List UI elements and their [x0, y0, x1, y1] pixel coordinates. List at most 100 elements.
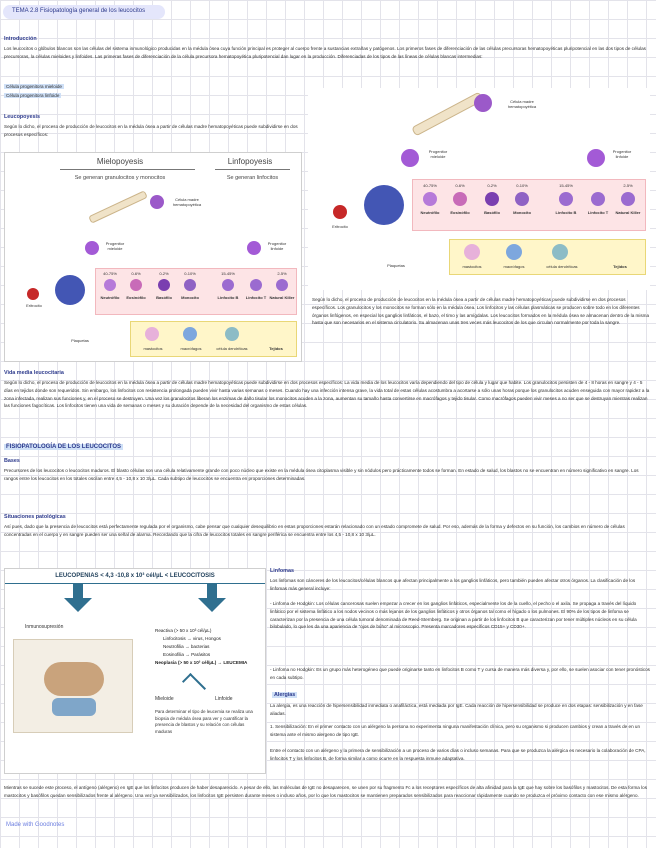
dendritic-cell-icon — [225, 327, 239, 341]
vida-heading: Vida media leucocitaria — [4, 370, 64, 376]
fisio-heading: FISIOPATOLOGÍA DE LOS LEUCOCITOS — [4, 444, 124, 450]
megakaryocyte-icon-2 — [364, 185, 404, 225]
pct-2: 0-2% — [159, 271, 169, 276]
stem-label: Célula madre hematopoyética — [172, 197, 202, 207]
arrow-left-icon — [64, 598, 92, 612]
bone-icon — [88, 190, 148, 224]
tissue-r2: célula dendríticas — [546, 264, 578, 269]
bone-icon-2 — [411, 91, 484, 137]
cell-r0: Neutrófilo — [420, 210, 440, 215]
myelo-sub: Se generan granulocitos y monocitos — [74, 175, 166, 181]
lymphocyte-b-icon-2 — [559, 192, 573, 206]
lymphocyte-t-icon — [250, 279, 262, 291]
bottom-text: Mientras se sucede este proceso, el antí… — [4, 785, 647, 798]
arrow-left-stem — [73, 584, 83, 598]
arrow-right-stem — [207, 584, 217, 598]
page-title: TEMA 2.8 Fisiopatología general de los l… — [12, 8, 146, 14]
nohodgkin-text: - Linfoma no Hodgkin: Es un grupo más he… — [270, 667, 650, 680]
split-arrow-icon — [181, 672, 207, 698]
macrophage-icon — [183, 327, 197, 341]
bases-heading: Bases — [4, 458, 20, 464]
plaq-label: Plaquetas — [71, 338, 89, 343]
leuco-list: Reactiva (> 50 x 10³ cél/µL) Linfocitosi… — [155, 627, 247, 667]
tissue-label: Tejidos — [269, 346, 283, 351]
monocyte-icon-2 — [515, 192, 529, 206]
patient-icon — [44, 662, 104, 696]
prog-my-label-2: Progenitor mieloide — [428, 149, 448, 159]
eosinophil-icon-2 — [453, 192, 467, 206]
linfomas-heading: Linfomas — [270, 568, 294, 574]
cell-1: Eosinófilo — [126, 295, 146, 300]
immuno-label: Inmunosupresión — [25, 624, 64, 630]
alergia-text: La alergia, es una reacción de hipersens… — [270, 703, 643, 716]
lympho-title: Linfopoyesis — [227, 157, 273, 166]
linfoide-label: Linfoide — [215, 696, 233, 702]
divider-myelo — [60, 169, 195, 170]
goodnotes-watermark: Made with Goodnotes — [6, 822, 65, 828]
cell-3: Monocito — [181, 295, 199, 300]
mastocyte-icon — [145, 327, 159, 341]
cell-r3: Monocito — [513, 210, 531, 215]
nk-icon — [276, 279, 288, 291]
leucopoyesis-heading: Leucopoyesis — [4, 114, 40, 120]
myeloid-progenitor-icon — [85, 241, 99, 255]
tissue-band-right: mastocitos macrófagos célula dendríticas… — [449, 239, 646, 275]
mastocyte-icon-2 — [464, 244, 480, 260]
monocyte-icon — [184, 279, 196, 291]
myeloid-progenitor-icon-2 — [401, 149, 419, 167]
neutrophil-icon — [104, 279, 116, 291]
title-pill: TEMA 2.8 Fisiopatología general de los l… — [3, 5, 165, 19]
tissue-cell-0: mastocitos — [143, 346, 163, 351]
neoplasia-label: Neoplasia (> 50 x 10³ cél/µL) → LEUCEMIA — [155, 660, 248, 665]
dendritic-cell-icon-2 — [552, 244, 568, 260]
cell-r4: Linfocito B — [555, 210, 577, 215]
tissue-cell-2: célula dendríticas — [216, 346, 248, 351]
alergia-1: 1. Sensibilización: En el primer contact… — [270, 724, 641, 737]
pct-r6: 2-5% — [623, 183, 633, 188]
tissue-band-left: mastocitos macrófagos célula dendríticas… — [130, 321, 297, 357]
eritro-label-2: Eritrocito — [332, 224, 348, 229]
pct-r2: 0-2% — [487, 183, 497, 188]
cells-band-left: 40-75% 0-6% 0-2% 0-10% 15-45% 2-5% Neutr… — [95, 268, 297, 315]
tissue-r1: macrófagos — [503, 264, 525, 269]
linfomas-text: Los linfomas son cánceres de los leucoci… — [270, 578, 636, 591]
pct-r4: 15-45% — [559, 183, 573, 188]
hematopoiesis-diagram-left: Mielopoyesis Linfopoyesis Se generan gra… — [4, 152, 302, 362]
pct-6: 2-5% — [277, 271, 287, 276]
alergia-heading: Alergias — [272, 692, 298, 698]
lympho-sub: Se generan linfocitos — [226, 175, 279, 181]
myelo-title: Mielopoyesis — [96, 157, 144, 166]
sit-text: Así pues, dado que la presencia de leuco… — [4, 524, 625, 537]
erythrocyte-icon-2 — [333, 205, 347, 219]
bases-text: Precursores de los leucocitos o leucocit… — [4, 468, 639, 481]
cell-r1: Eosinófilo — [450, 210, 470, 215]
prog-ly-label-2: Progenitor linfoide — [612, 149, 632, 159]
lymphoid-progenitor-icon-2 — [587, 149, 605, 167]
alergia-2: Entre el contacto con un alérgeno y la p… — [270, 748, 646, 761]
leukemia-note: Para determinar el tipo de leucemia se r… — [155, 709, 253, 734]
reactive-2: Neutrofilia → bacterias — [163, 644, 210, 649]
neutrophil-icon-2 — [423, 192, 437, 206]
pct-r3: 0-10% — [516, 183, 528, 188]
pct-3: 0-10% — [184, 271, 196, 276]
pct-4: 15-45% — [221, 271, 235, 276]
reactive-label: Reactiva (> 50 x 10³ cél/µL) — [155, 628, 212, 633]
basophil-icon-2 — [485, 192, 499, 206]
reactive-1: Linfocitosis → virus, Hongos — [163, 636, 221, 641]
cells-band-right: 40-75% 0-6% 0-2% 0-10% 15-45% 2-5% Neutr… — [412, 179, 646, 231]
intro-heading: Introducción — [4, 36, 37, 42]
tissue-r0: mastocitos — [462, 264, 482, 269]
arrow-right-icon — [198, 598, 226, 612]
vida-text: Según lo dicho, el proceso de producción… — [4, 380, 650, 409]
pct-r1: 0-6% — [455, 183, 465, 188]
cell-0: Neutrófilo — [100, 295, 120, 300]
leucopoyesis-text: Según lo dicho, el proceso de producción… — [4, 124, 298, 137]
hodgkin-text: - Linfoma de Hodgkin: Los células cancer… — [270, 601, 637, 630]
plaq-label-2: Plaquetas — [387, 263, 405, 268]
cell-4: Linfocito B — [217, 295, 239, 300]
sit-heading: Situaciones patológicas — [4, 514, 66, 520]
intro-text: Los leucocitos o glóbulos blancos son la… — [4, 46, 646, 59]
divider-lympho — [215, 169, 290, 170]
cell-r6: Natural Killer — [615, 210, 641, 215]
tissue-cell-1: macrófagos — [180, 346, 202, 351]
